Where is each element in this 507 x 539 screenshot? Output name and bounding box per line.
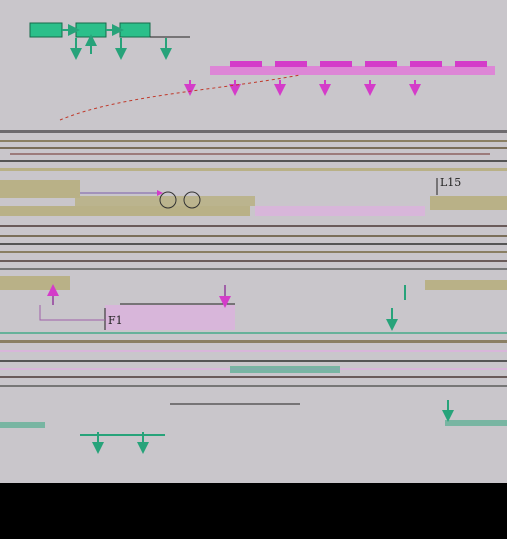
top-right-chain	[59, 61, 495, 121]
node-circle-2	[183, 191, 201, 209]
lower-band	[0, 332, 507, 405]
chain-box-2	[75, 22, 107, 38]
node-circle-1	[159, 191, 177, 209]
l15-group: L15	[436, 176, 461, 195]
bottom-connectors	[0, 400, 507, 454]
middle-band	[0, 225, 507, 290]
chain-box-3	[119, 22, 151, 38]
noise-band	[0, 130, 507, 216]
top-left-chain	[29, 22, 190, 60]
label-l15: L15	[440, 176, 461, 189]
label-f1: F1	[108, 314, 123, 327]
f1-box	[105, 305, 235, 330]
chain-box-1	[29, 22, 63, 38]
footer-strip	[0, 483, 507, 539]
f1-group: F1	[39, 284, 235, 330]
